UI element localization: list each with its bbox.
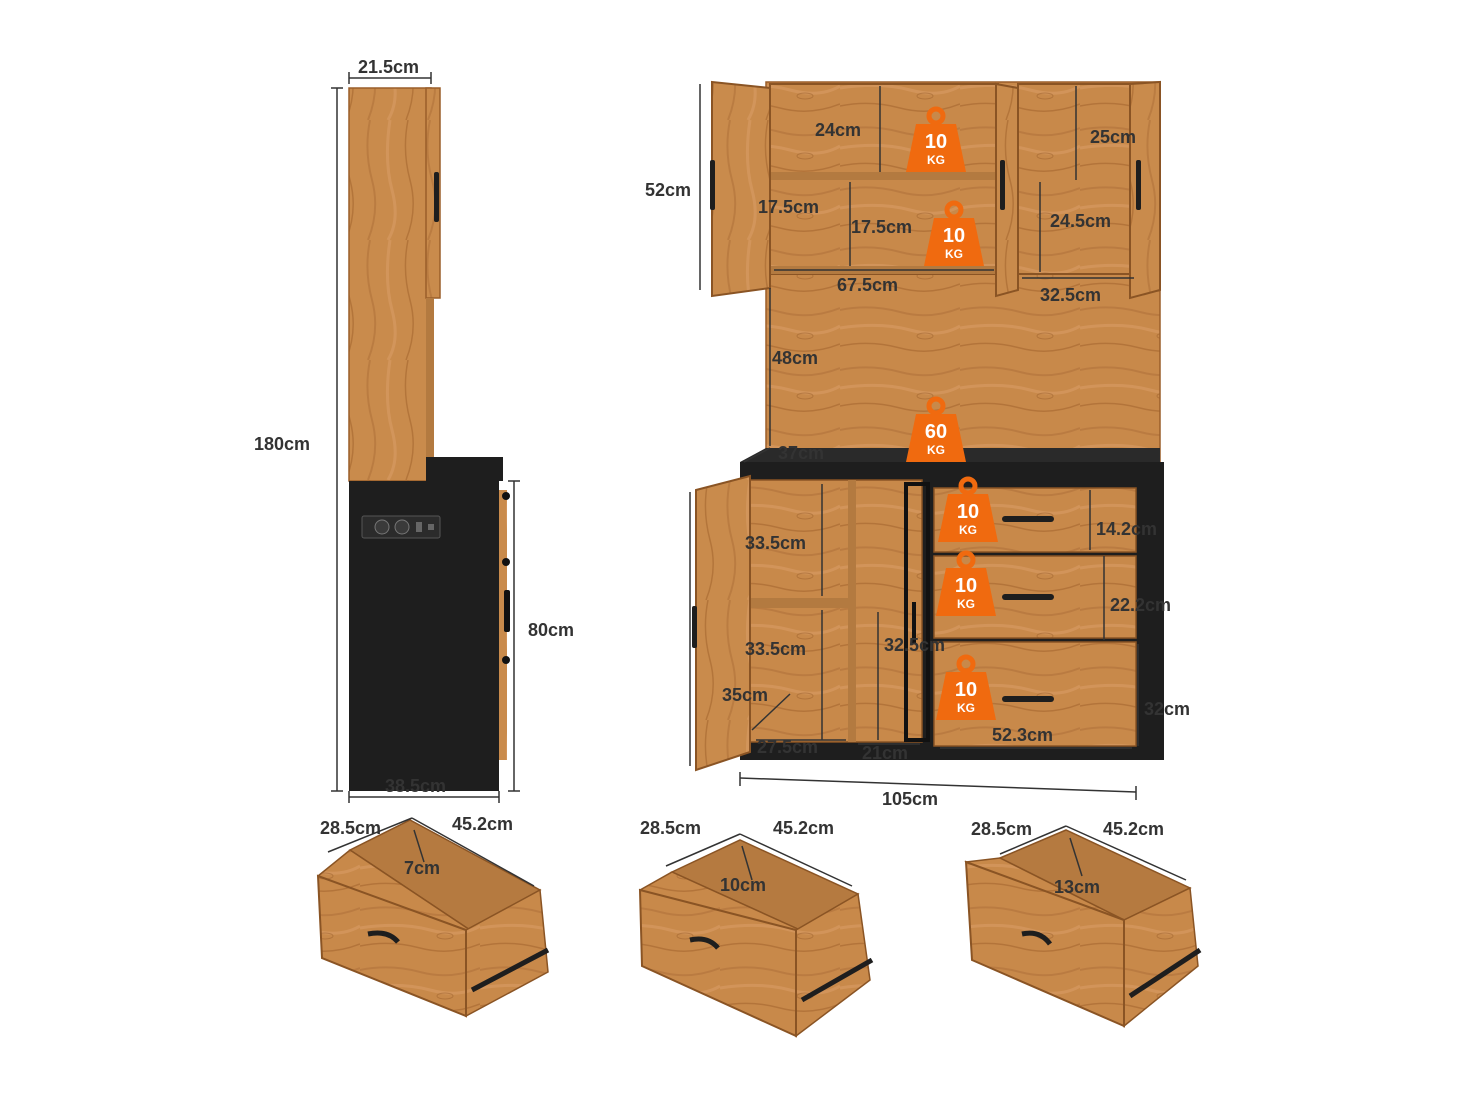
label-total-height: 180cm [254,434,311,454]
weight-value: 10 [942,225,966,247]
weight-unit: KG [945,247,963,261]
side-back-edge [426,298,434,481]
lower-left-door [695,474,751,772]
label-right-top: 25cm [1090,127,1137,147]
label-cab-mid: 32.5cm [884,635,946,655]
label-base-depth: 38.5cm [385,776,447,796]
weight-unit: KG [927,443,945,457]
label-cab-bottom: 33.5cm [745,639,807,659]
weight-badge-counter: 60 KG [904,396,968,464]
weight-icon [906,106,966,172]
label-cab-top: 33.5cm [745,533,807,553]
counter-top-edge [740,462,1164,478]
label-upper-width: 67.5cm [837,275,899,295]
weight-icon [924,200,984,266]
weight-badge-drawer-1: 10 KG [936,476,1000,544]
weight-unit: KG [959,523,977,537]
drawer-2-front [638,888,797,1038]
drawer-handle-3 [1002,696,1054,702]
weight-icon [936,550,996,616]
label-drawer-1-width: 28.5cm [320,818,382,838]
drawer-illustration-3 [964,825,1202,1028]
label-counter-depth: 37cm [778,443,825,463]
side-door-handle [434,172,439,222]
label-drawer-3-depth: 45.2cm [1103,819,1165,839]
label-shelf-top: 24cm [815,120,862,140]
weight-value: 10 [924,131,948,153]
label-cab-width-mid: 21cm [862,743,909,763]
weight-badge-drawer-3: 10 KG [934,654,998,722]
upper-shelf [770,172,998,180]
weight-icon [938,476,998,542]
label-right-width: 32.5cm [1040,285,1102,305]
lower-left-interior [749,479,923,743]
drawer-handle-1 [1002,516,1054,522]
label-drawer3-height: 32cm [1144,699,1191,719]
dim-line-total-width [739,777,1137,793]
label-drawer-width: 52.3cm [992,725,1054,745]
label-cab-width-left: 27.5cm [757,737,819,757]
side-counter-top [426,457,503,481]
label-shelf-bottom-mid: 17.5cm [851,217,913,237]
label-total-width: 105cm [882,789,939,809]
label-cab-depth: 35cm [722,685,769,705]
label-right-bottom: 24.5cm [1050,211,1112,231]
side-upper-panel [348,87,432,482]
label-open-height: 48cm [772,348,819,368]
label-shelf-bottom-left: 17.5cm [758,197,820,217]
weight-icon [936,654,996,720]
label-drawer-2-depth: 45.2cm [773,818,835,838]
label-upper-height: 52cm [645,180,692,200]
upper-right-door [1129,80,1161,300]
side-base-front-edge [499,490,507,760]
weight-unit: KG [927,153,945,167]
drawer-illustration-1 [316,817,550,1018]
side-view [331,72,520,803]
label-drawer2-height: 22.2cm [1110,595,1172,615]
lower-divider [848,480,856,742]
label-drawer-2-width: 28.5cm [640,818,702,838]
weight-badge-drawer-2: 10 KG [934,550,998,618]
side-base-handle [504,590,510,632]
weight-badge-upper-shelf: 10 KG [904,106,968,174]
weight-unit: KG [957,597,975,611]
drawer-handle-2 [1002,594,1054,600]
glass-door-frame [904,482,930,742]
lower-left-shelf [750,598,850,608]
weight-value: 10 [954,679,978,701]
upper-left-door [711,80,771,298]
label-drawer1-height: 14.2cm [1096,519,1158,539]
drawer-illustration-2 [638,833,874,1038]
weight-value: 10 [956,501,980,523]
weight-badge-upper-bottom: 10 KG [922,200,986,268]
weight-unit: KG [957,701,975,715]
weight-value: 10 [954,575,978,597]
upper-right-cabinet [1017,83,1139,275]
label-base-height: 80cm [528,620,575,640]
drawer-1-front [316,874,467,1018]
drawer-3-front [964,860,1125,1028]
label-drawer-3-height: 13cm [1054,877,1101,897]
label-drawer-2-height: 10cm [720,875,767,895]
label-drawer-1-depth: 45.2cm [452,814,514,834]
upper-middle-door [995,82,1019,298]
label-drawer-3-width: 28.5cm [971,819,1033,839]
label-drawer-1-height: 7cm [404,858,441,878]
weight-value: 60 [924,421,948,443]
weight-icon [906,396,966,462]
label-side-depth-top: 21.5cm [358,57,420,77]
